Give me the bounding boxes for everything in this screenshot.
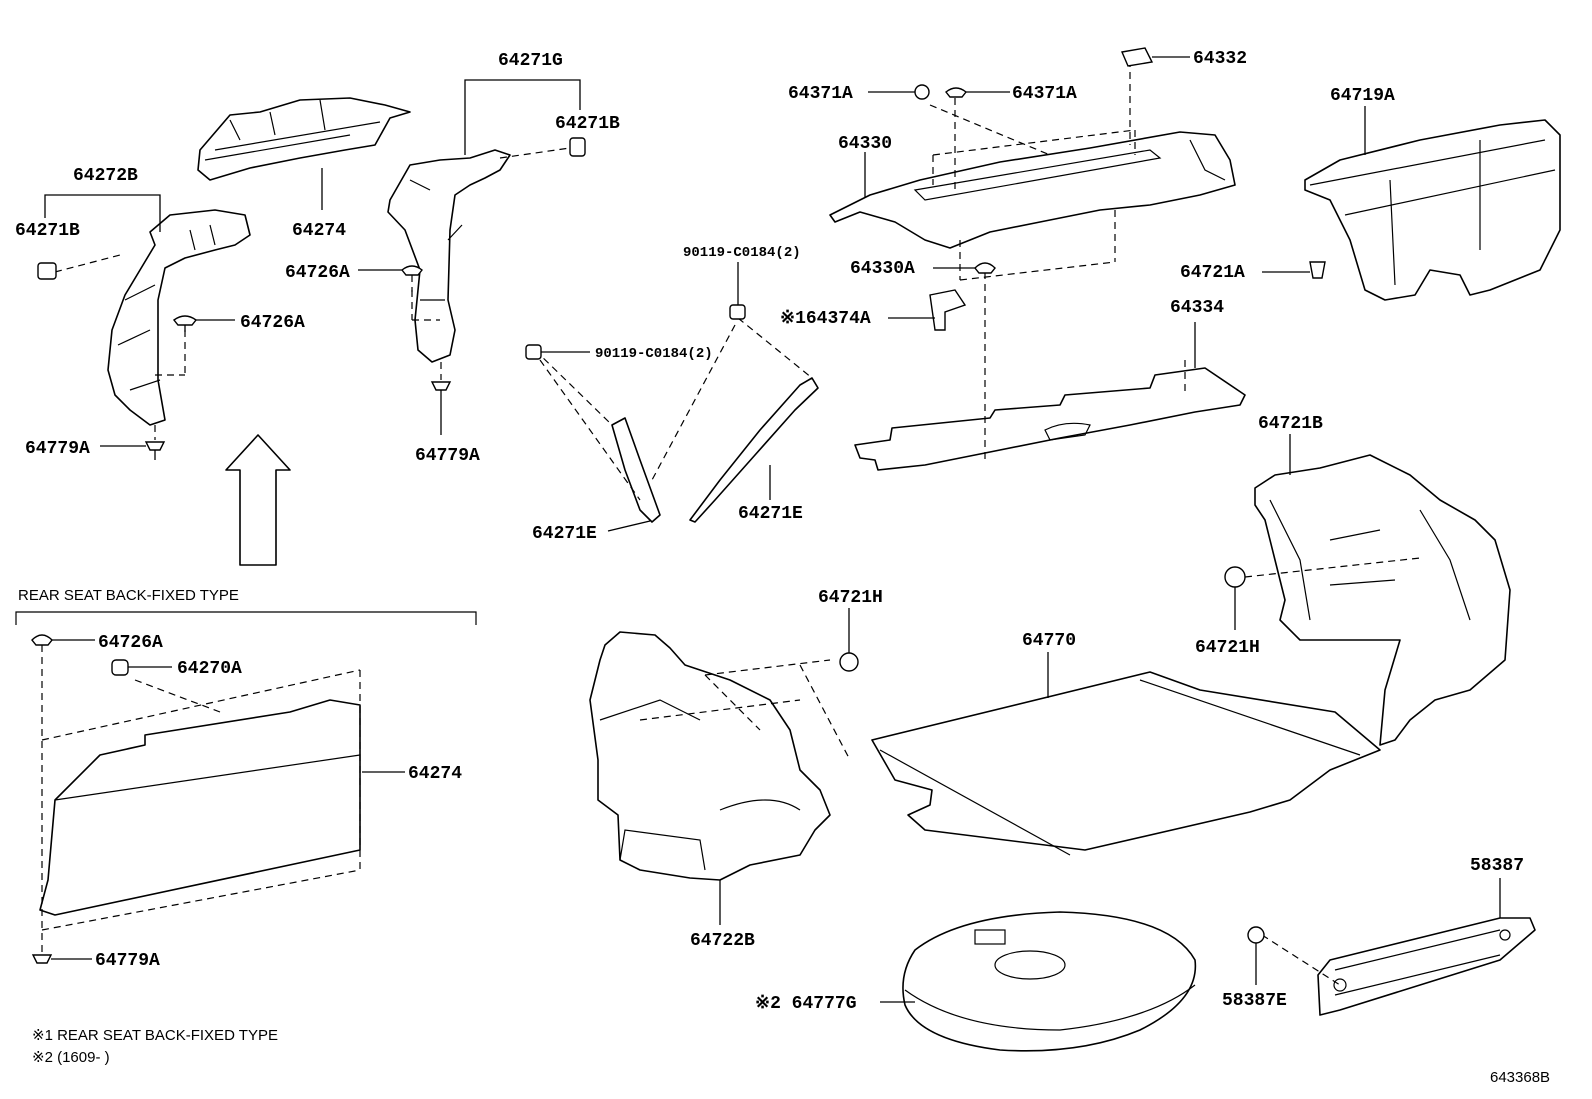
label-64779A-box: 64779A	[95, 951, 160, 971]
part-64770	[871, 671, 1381, 856]
trunk-side-dashes	[639, 659, 851, 761]
label-64726A-box: 64726A	[98, 633, 163, 653]
label-64721H-a: 64721H	[818, 588, 883, 608]
leaders-64271E	[607, 465, 771, 532]
clip-90119-a	[729, 262, 746, 320]
label-64271G: 64271G	[498, 51, 563, 71]
label-64721H-b: 64721H	[1195, 638, 1260, 658]
box-dashes	[41, 645, 361, 955]
straps-dashes	[534, 317, 813, 501]
label-64271B-top: 64271B	[555, 114, 620, 134]
footnote-2: ※2 (1609- )	[32, 1049, 110, 1066]
label-64332: 64332	[1193, 49, 1247, 69]
clip-64726A-left	[172, 315, 235, 332]
label-64330: 64330	[838, 134, 892, 154]
clip-64726A-box	[31, 634, 95, 646]
label-64374A: ※164374A	[780, 309, 871, 329]
part-64330	[829, 131, 1236, 249]
clip-64371A-b	[945, 87, 1010, 98]
part-64272B	[107, 209, 251, 426]
part-64274-box	[39, 699, 361, 916]
part-64274-upper	[197, 97, 411, 181]
part-64722B	[589, 631, 831, 881]
clip-64721H-b	[1224, 557, 1421, 630]
label-64371A-a: 64371A	[788, 84, 853, 104]
label-90119-a: 90119-C0184(2)	[683, 245, 801, 261]
clip-64779A-mid	[430, 362, 452, 435]
leaders-64272B	[44, 194, 161, 273]
leaders-64271G	[464, 79, 581, 159]
clip-64271B-top	[569, 137, 586, 157]
label-64721B: 64721B	[1258, 414, 1323, 434]
clip-64721A	[1262, 261, 1326, 279]
label-90119-b: 90119-C0184(2)	[595, 346, 713, 362]
footnote-1: ※1 REAR SEAT BACK-FIXED TYPE	[32, 1027, 278, 1044]
label-64271E-b: 64271E	[738, 504, 803, 524]
clip-64726A-mid	[358, 265, 423, 292]
part-64271E-left	[611, 417, 661, 523]
clip-64779A-left	[100, 425, 166, 460]
label-64779A-mid: 64779A	[415, 446, 480, 466]
part-64721B	[1254, 454, 1511, 746]
clip-64371A-a	[868, 84, 930, 100]
label-64272B: 64272B	[73, 166, 138, 186]
clip-58387E	[1247, 926, 1265, 985]
label-64271B-left: 64271B	[15, 221, 80, 241]
part-64271E-right	[689, 377, 819, 523]
label-64271E-a: 64271E	[532, 524, 597, 544]
label-64270A: 64270A	[177, 659, 242, 679]
label-64770: 64770	[1022, 631, 1076, 651]
label-64721A: 64721A	[1180, 263, 1245, 283]
clip-64270A	[111, 659, 172, 676]
label-64274-box: 64274	[408, 764, 462, 784]
label-64330A: 64330A	[850, 259, 915, 279]
part-64777G	[902, 911, 1197, 1052]
shelf-dashes	[929, 60, 1136, 281]
part-58387	[1317, 917, 1536, 1016]
up-arrow	[225, 434, 291, 566]
sill-dashes	[1261, 934, 1341, 986]
label-64722B: 64722B	[690, 931, 755, 951]
label-64726A-mid: 64726A	[285, 263, 350, 283]
label-64779A-left: 64779A	[25, 439, 90, 459]
label-64726A-left: 64726A	[240, 313, 305, 333]
clip-90119-b	[525, 344, 590, 360]
part-64719A	[1304, 119, 1561, 301]
label-64777G: ※2 64777G	[755, 994, 857, 1014]
label-64334: 64334	[1170, 298, 1224, 318]
part-64271G	[387, 149, 511, 363]
diagram-id: 643368B	[1490, 1069, 1550, 1086]
clip-64374A	[888, 289, 967, 331]
label-58387E: 58387E	[1222, 991, 1287, 1011]
type-box-bracket	[15, 611, 477, 625]
clip-64721H-a	[839, 608, 859, 672]
label-64371A-b: 64371A	[1012, 84, 1077, 104]
clip-64332	[1121, 47, 1190, 67]
part-64334	[854, 367, 1246, 471]
clip-64271B-left	[37, 262, 57, 280]
label-58387: 58387	[1470, 856, 1524, 876]
type-box-title: REAR SEAT BACK-FIXED TYPE	[18, 587, 239, 604]
label-64719A: 64719A	[1330, 86, 1395, 106]
label-64274-top: 64274	[292, 221, 346, 241]
clip-64330A	[933, 262, 996, 274]
board-dashes	[984, 272, 1186, 460]
clip-64779A-box	[31, 954, 92, 964]
